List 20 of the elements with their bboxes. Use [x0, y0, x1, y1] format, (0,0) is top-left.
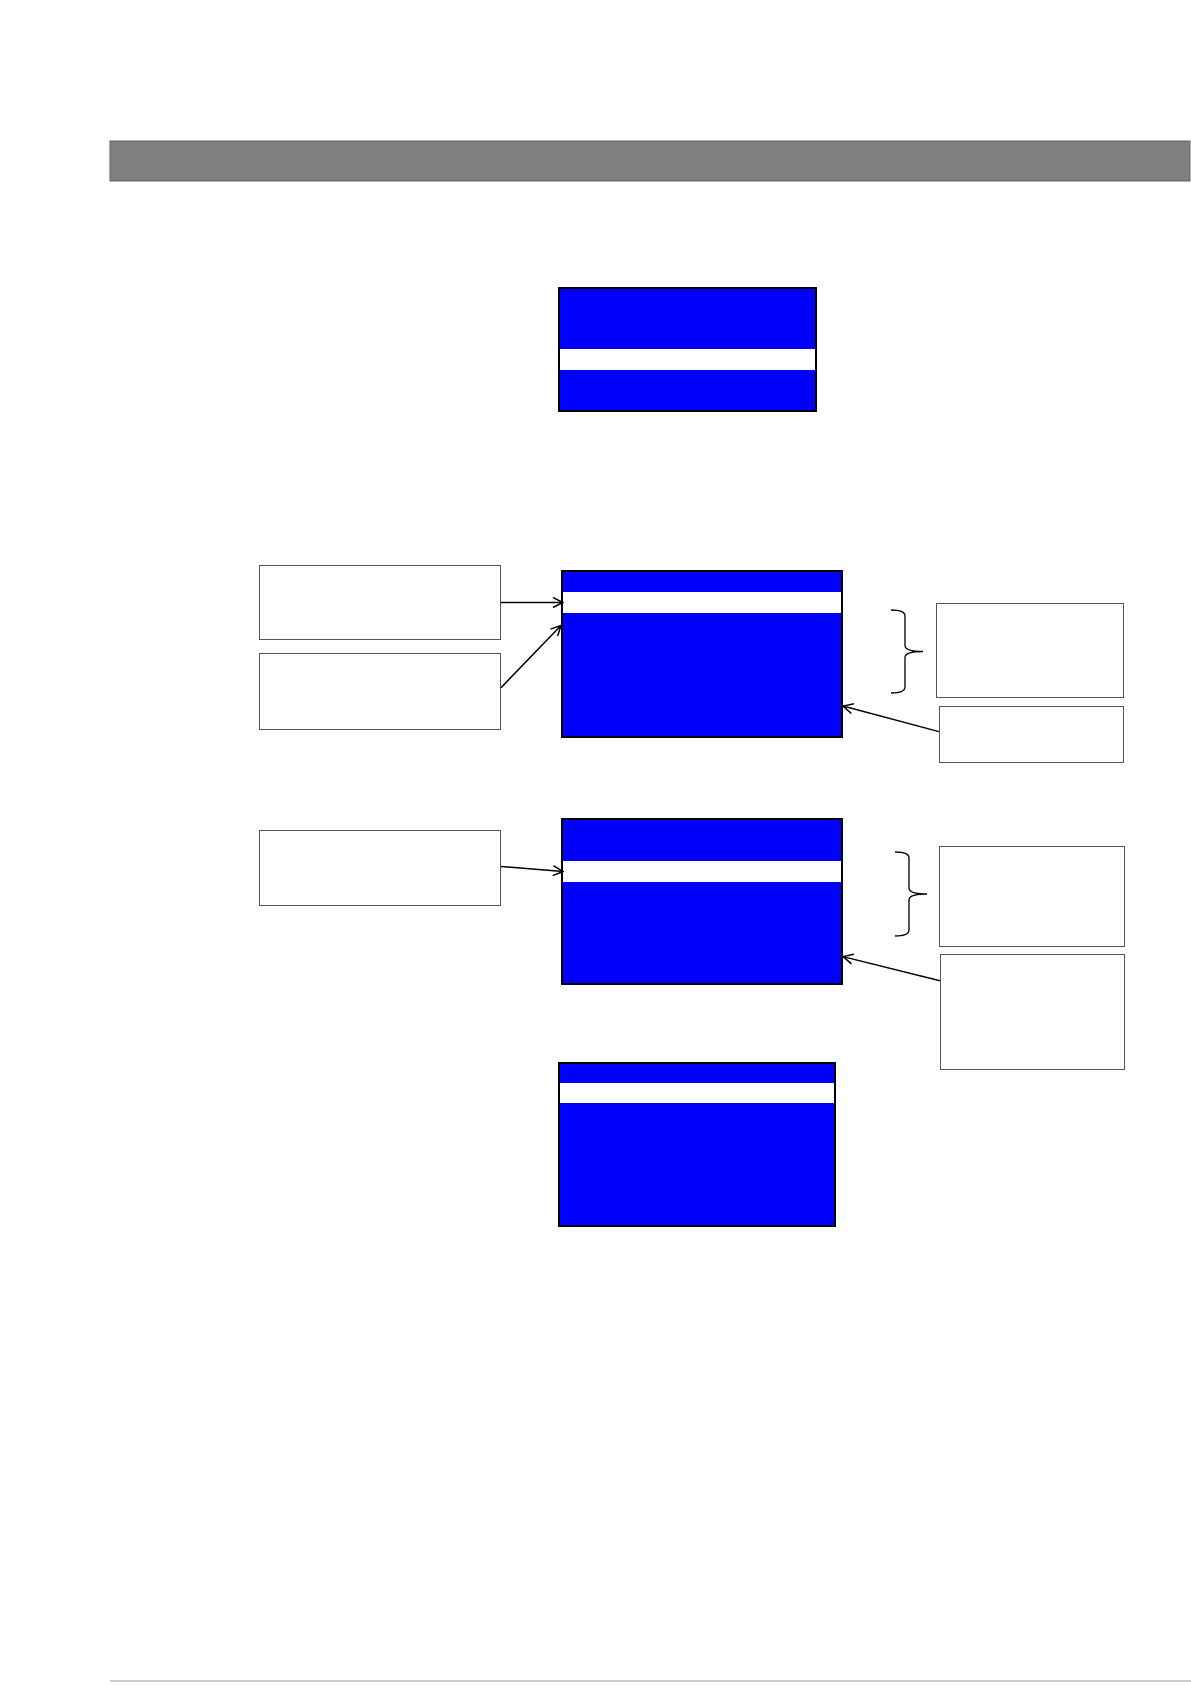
screen-panel: [561, 570, 843, 738]
highlight-bar: [563, 861, 841, 882]
arrow: [842, 953, 941, 982]
callout-box: [939, 846, 1125, 947]
highlight-bar: [563, 592, 841, 613]
callout-box: [939, 706, 1124, 763]
highlight-bar: [560, 1083, 834, 1103]
arrow: [500, 624, 562, 689]
callout-box: [940, 954, 1125, 1070]
screen-panel: [561, 818, 843, 985]
callout-box: [259, 830, 501, 906]
callout-box: [259, 653, 501, 730]
arrow: [500, 864, 564, 877]
screen-panel: [558, 287, 817, 412]
callout-box: [936, 603, 1124, 698]
arrow: [842, 703, 940, 733]
arrow: [500, 596, 564, 609]
highlight-bar: [560, 349, 815, 370]
callout-box: [259, 565, 501, 640]
screen-panel: [558, 1062, 836, 1227]
